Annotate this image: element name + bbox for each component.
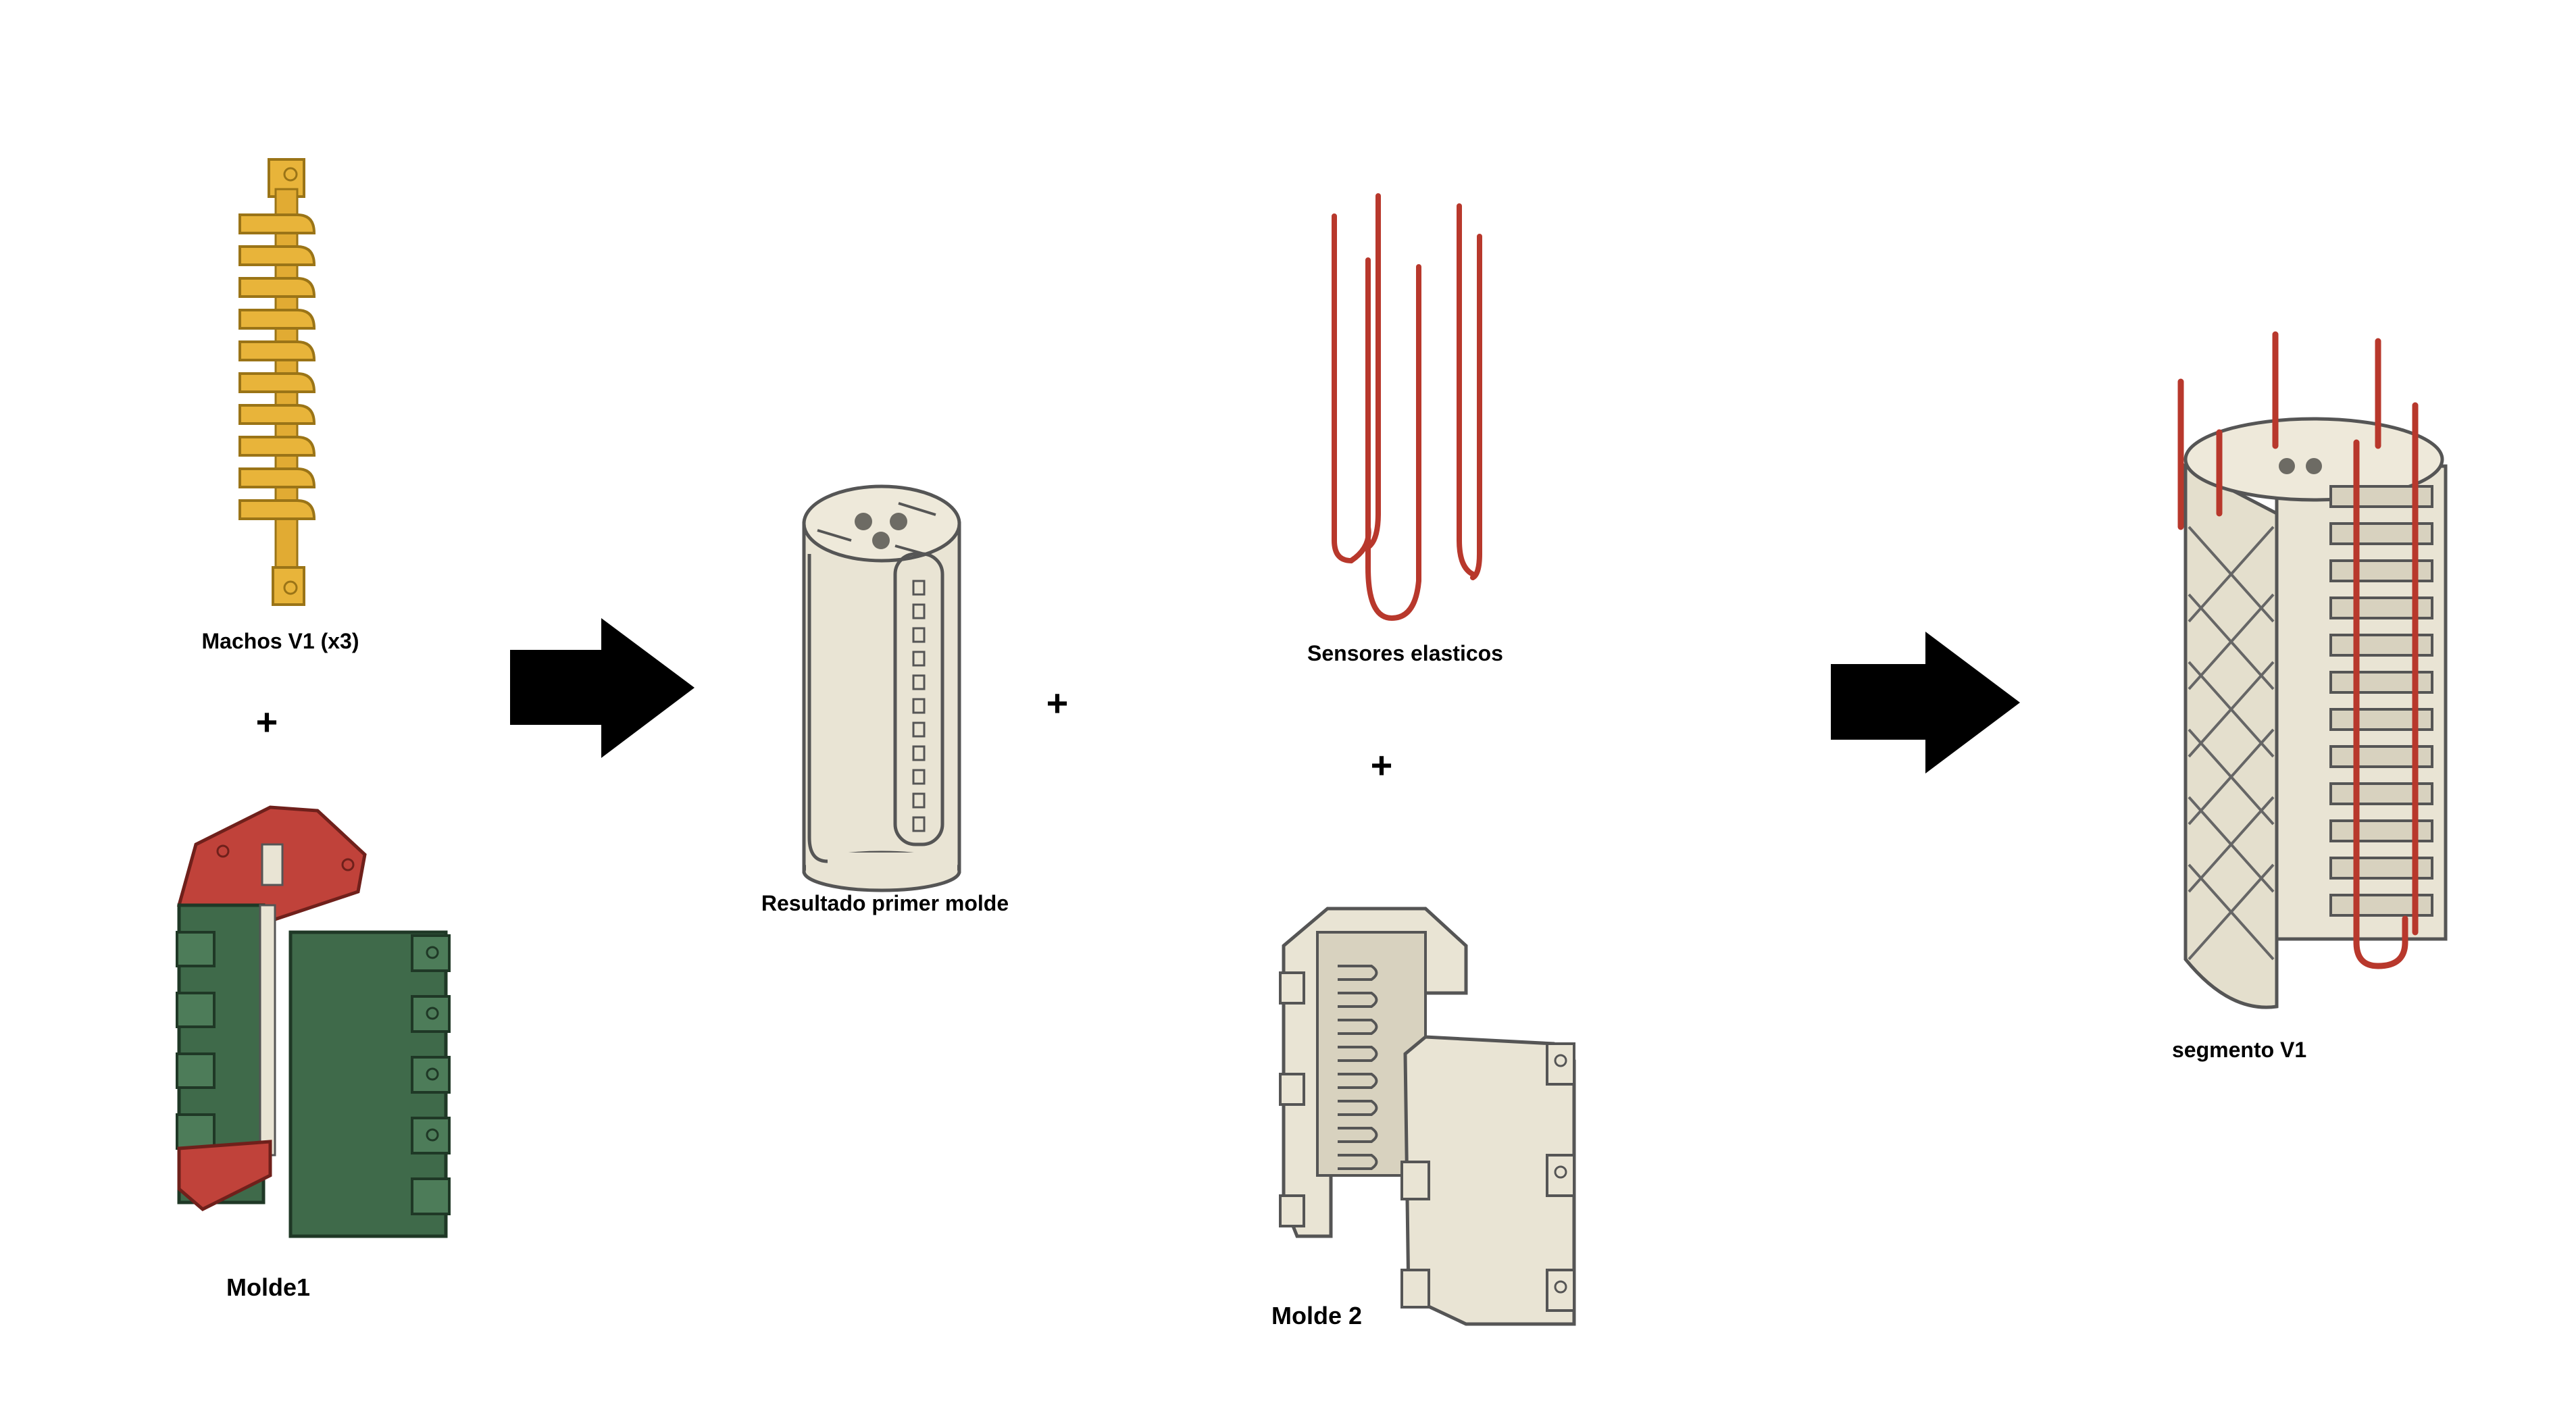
- label-molde2: Molde 2: [1271, 1302, 1362, 1329]
- label-machos: Machos V1 (x3): [202, 629, 359, 653]
- label-sensores: Sensores elasticos: [1307, 641, 1503, 665]
- label-segmento: segmento V1: [2172, 1038, 2306, 1062]
- label-resultado: Resultado primer molde: [761, 891, 1009, 915]
- arrow-right-icon: [1831, 632, 2020, 773]
- molde1-illustration: [176, 805, 451, 1238]
- label-molde1: Molde1: [226, 1273, 310, 1301]
- molde2-illustration: [1279, 907, 1576, 1326]
- resultado-cylinder-illustration: [802, 484, 961, 892]
- segmento-illustration: [2177, 331, 2448, 1009]
- macho-core-illustration: [238, 158, 316, 606]
- plus-3: +: [1371, 744, 1393, 786]
- plus-1: +: [256, 701, 278, 743]
- plus-2: +: [1046, 682, 1069, 724]
- sensores-illustration: [1332, 193, 1482, 621]
- arrow-right-icon: [510, 618, 694, 758]
